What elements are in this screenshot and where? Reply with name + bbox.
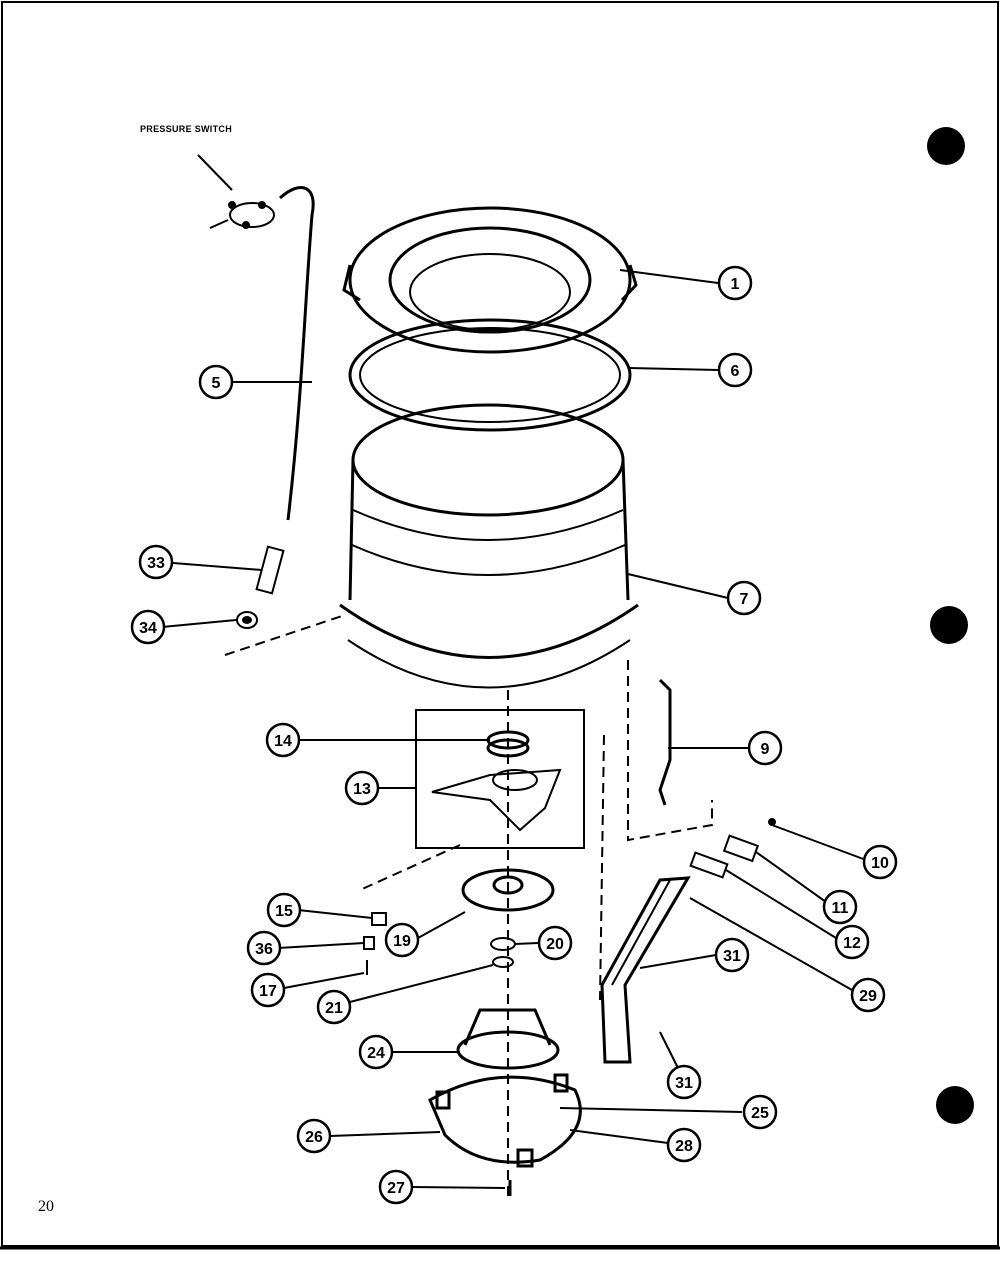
tub-gasket xyxy=(348,318,632,432)
callouts: 1 6 5 7 33 34 14 13 9 10 11 12 29 31 31 … xyxy=(130,265,898,1205)
callout-12: 12 xyxy=(834,924,870,960)
transmission xyxy=(456,1008,560,1070)
callout-33: 33 xyxy=(138,544,174,580)
drive-pulley xyxy=(461,868,555,912)
callout-36: 36 xyxy=(246,930,282,966)
callout-5-label: 5 xyxy=(212,375,221,392)
pressure-switch-label: PRESSURE SWITCH xyxy=(140,124,233,134)
tub-ring xyxy=(342,206,638,354)
callout-31-upper-label: 31 xyxy=(723,948,741,965)
assembly-leader-bracket xyxy=(359,844,461,891)
support-arm xyxy=(600,876,691,1064)
callout-7: 7 xyxy=(726,580,762,616)
binder-hole-middle xyxy=(930,606,968,644)
callout-13: 13 xyxy=(344,770,380,806)
callout-27-label: 27 xyxy=(387,1180,405,1197)
callout-9: 9 xyxy=(747,730,783,766)
callout-34-label: 34 xyxy=(139,620,157,637)
coupling-washers xyxy=(490,937,516,968)
callout-10: 10 xyxy=(862,844,898,880)
callout-15: 15 xyxy=(266,892,302,928)
callout-9-label: 9 xyxy=(761,741,770,758)
small-fasteners xyxy=(363,912,387,975)
spider-bracket xyxy=(431,768,562,832)
callout-10-label: 10 xyxy=(871,855,889,872)
callout-31-lower: 31 xyxy=(666,1064,702,1100)
assembly-leader-grommet xyxy=(224,614,346,656)
callout-1: 1 xyxy=(717,265,753,301)
callout-31-lower-label: 31 xyxy=(675,1075,693,1092)
callout-20: 20 xyxy=(537,925,573,961)
callout-29-label: 29 xyxy=(859,988,877,1005)
binder-hole-bottom xyxy=(936,1086,974,1124)
page-number: 20 xyxy=(38,1198,54,1215)
grommet xyxy=(236,611,258,629)
callout-24: 24 xyxy=(358,1034,394,1070)
callout-36-label: 36 xyxy=(255,941,273,958)
outer-tub xyxy=(339,403,639,689)
callout-13-label: 13 xyxy=(353,781,371,798)
pressure-switch xyxy=(197,154,275,229)
callout-1-label: 1 xyxy=(731,276,740,293)
callout-31-upper: 31 xyxy=(714,937,750,973)
callout-19: 19 xyxy=(384,922,420,958)
callout-12-label: 12 xyxy=(843,935,861,952)
callout-11-label: 11 xyxy=(832,900,849,917)
callout-21-label: 21 xyxy=(325,1000,343,1017)
callout-27: 27 xyxy=(378,1169,414,1205)
callout-6-label: 6 xyxy=(731,363,740,380)
callout-6: 6 xyxy=(717,352,753,388)
base-plate xyxy=(428,1073,582,1168)
callout-17-label: 17 xyxy=(259,983,277,1000)
callout-33-label: 33 xyxy=(147,555,165,572)
callout-24-label: 24 xyxy=(367,1045,385,1062)
callout-5: 5 xyxy=(198,364,234,400)
callout-17: 17 xyxy=(250,972,286,1008)
callout-21: 21 xyxy=(316,989,352,1025)
callout-25: 25 xyxy=(742,1094,778,1130)
callout-26: 26 xyxy=(296,1118,332,1154)
pressure-hose xyxy=(278,186,315,521)
callout-26-label: 26 xyxy=(305,1129,323,1146)
assembly-leader-right-rail xyxy=(627,660,713,842)
callout-7-label: 7 xyxy=(740,591,749,608)
callout-15-label: 15 xyxy=(275,903,293,920)
bearing-box xyxy=(415,709,585,849)
hose-connector xyxy=(255,545,285,595)
suspension-spring xyxy=(658,678,672,806)
callout-28-label: 28 xyxy=(675,1138,693,1155)
binder-hole-top xyxy=(927,127,965,165)
assembly-leader-left-rail xyxy=(599,734,605,1001)
callout-19-label: 19 xyxy=(393,933,411,950)
callout-29: 29 xyxy=(850,977,886,1013)
callout-leaders xyxy=(161,269,867,1189)
callout-28: 28 xyxy=(666,1127,702,1163)
callout-11: 11 xyxy=(822,889,858,925)
callout-20-label: 20 xyxy=(546,936,564,953)
callout-14-label: 14 xyxy=(274,733,292,750)
callout-25-label: 25 xyxy=(751,1105,769,1122)
callout-14: 14 xyxy=(265,722,301,758)
bracket-clip-parts xyxy=(689,818,776,879)
callout-34: 34 xyxy=(130,609,166,645)
